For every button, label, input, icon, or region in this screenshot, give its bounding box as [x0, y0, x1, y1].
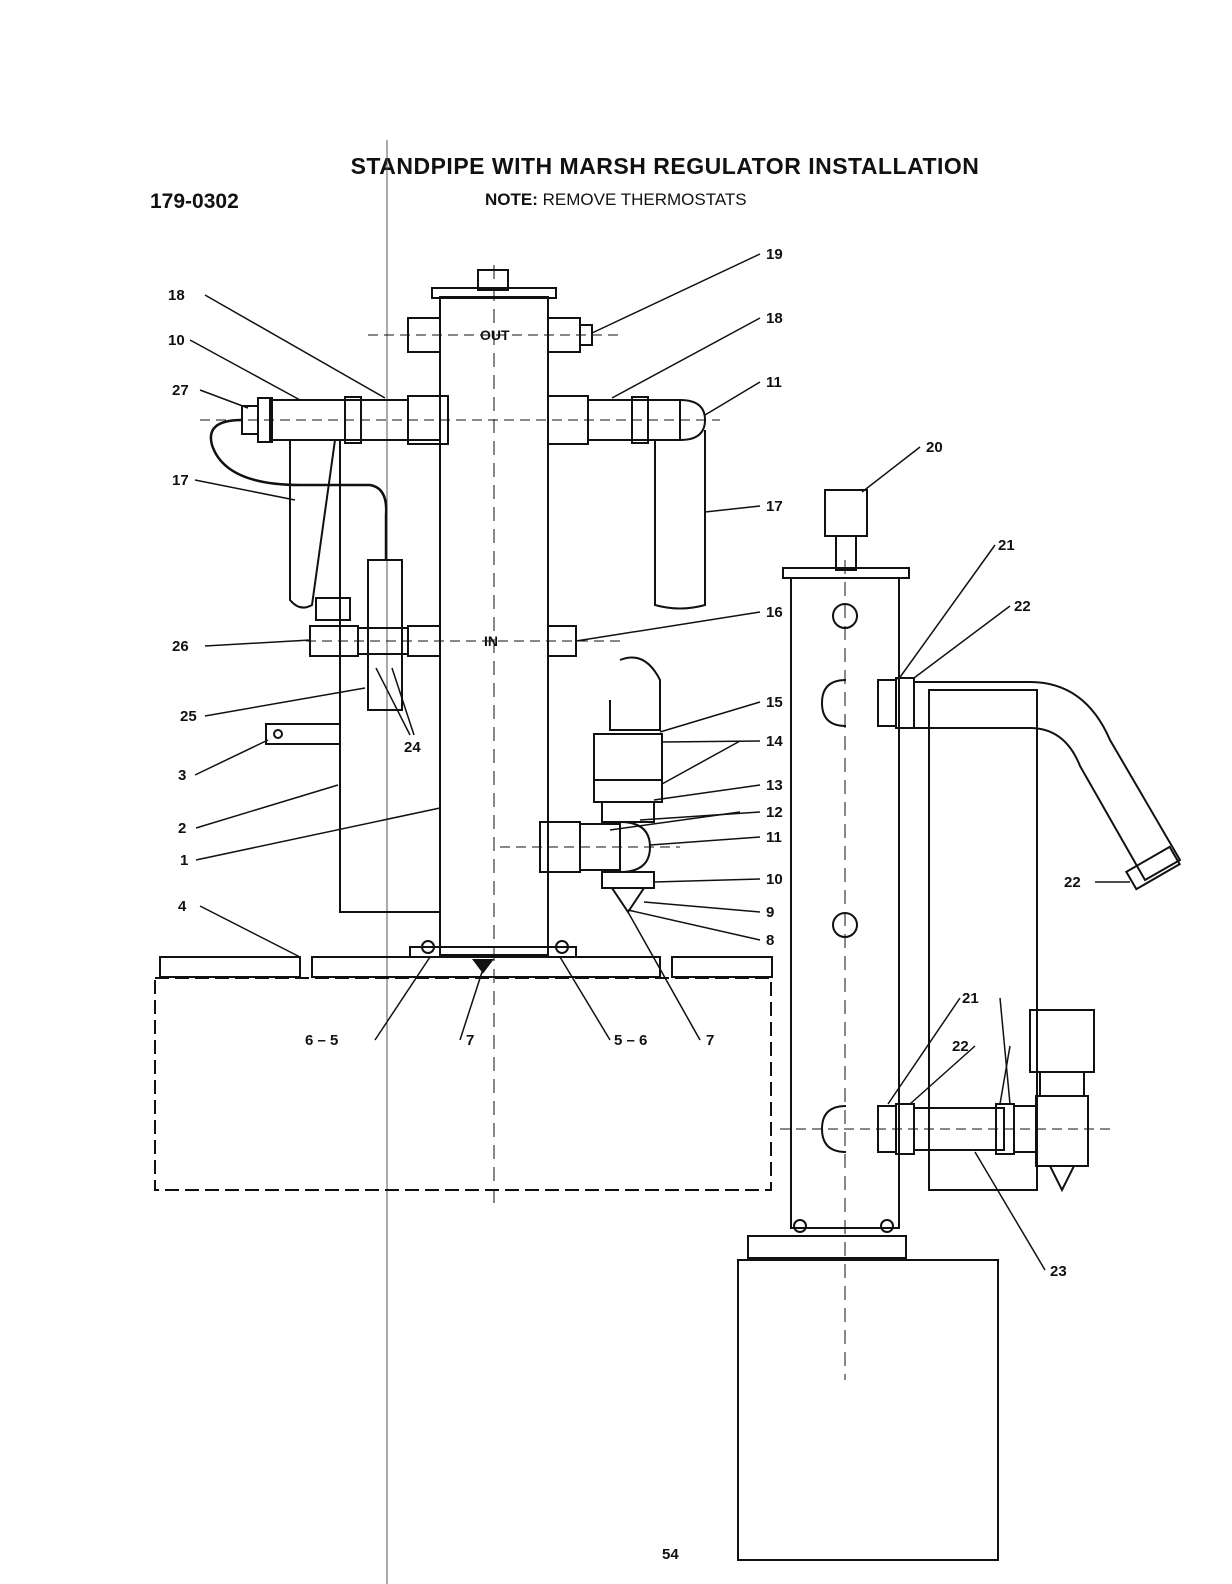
callout-4: 4 — [178, 898, 187, 915]
callout-11-upper: 11 — [766, 374, 782, 391]
note-label: NOTE: — [485, 190, 538, 209]
note-text: REMOVE THERMOSTATS — [542, 190, 747, 209]
callout-9: 9 — [766, 904, 774, 921]
callout-27: 27 — [172, 382, 189, 399]
mounting-bracket — [265, 723, 341, 745]
valve-9 — [610, 887, 646, 914]
callout-14: 14 — [766, 733, 783, 750]
deck-left — [159, 956, 301, 978]
callout-21-lower: 21 — [962, 990, 979, 1007]
callout-7-right: 7 — [706, 1032, 714, 1049]
side-tank — [928, 689, 1038, 1191]
label-in: IN — [484, 633, 498, 649]
callout-11-lower: 11 — [766, 829, 782, 846]
reservoir — [154, 977, 772, 1191]
callout-24: 24 — [404, 739, 421, 756]
side-base-plate — [747, 1235, 907, 1259]
top-cap — [477, 269, 509, 291]
callout-6-5: 6 – 5 — [305, 1032, 338, 1049]
tank-body — [339, 439, 441, 913]
callout-17-right: 17 — [766, 498, 783, 515]
side-fitting — [1035, 1095, 1089, 1167]
fitting-26 — [309, 625, 359, 657]
callout-22-pipe-end: 22 — [1064, 874, 1081, 891]
note: NOTE: REMOVE THERMOSTATS — [485, 190, 747, 210]
deck-right — [671, 956, 773, 978]
callout-18-left: 18 — [168, 287, 185, 304]
regulator-head — [315, 597, 351, 621]
callout-1: 1 — [180, 852, 188, 869]
marsh-regulator — [367, 559, 403, 711]
clamp-14 — [593, 733, 663, 781]
capillary-tube — [209, 418, 388, 560]
document-number: 179-0302 — [150, 190, 239, 213]
callout-23: 23 — [1050, 1263, 1067, 1280]
callout-12: 12 — [766, 804, 783, 821]
callout-25: 25 — [180, 708, 197, 725]
bent-pipe-22 — [914, 681, 1182, 882]
page-number: 54 — [662, 1546, 679, 1563]
side-elbow-upper — [820, 679, 847, 727]
callout-7-left: 7 — [466, 1032, 474, 1049]
side-reservoir — [737, 1259, 999, 1561]
callout-21-upper: 21 — [998, 537, 1015, 554]
fitting-10 — [601, 871, 655, 889]
callout-3: 3 — [178, 767, 186, 784]
hose-17-right — [654, 430, 706, 610]
callout-8: 8 — [766, 932, 774, 949]
callout-22-upper: 22 — [1014, 598, 1031, 615]
callout-2: 2 — [178, 820, 186, 837]
label-out: OUT — [480, 327, 510, 343]
callout-18-right: 18 — [766, 310, 783, 327]
page-title: STANDPIPE WITH MARSH REGULATOR INSTALLAT… — [350, 153, 980, 179]
callout-13: 13 — [766, 777, 783, 794]
callout-17-left: 17 — [172, 472, 189, 489]
callout-15: 15 — [766, 694, 783, 711]
callout-16: 16 — [766, 604, 783, 621]
hose-17-left — [289, 439, 336, 609]
callout-26: 26 — [172, 638, 189, 655]
callout-22-lower: 22 — [952, 1038, 969, 1055]
callout-10-right: 10 — [766, 871, 783, 888]
callout-20: 20 — [926, 439, 943, 456]
callout-10-left: 10 — [168, 332, 185, 349]
callout-5-6: 5 – 6 — [614, 1032, 647, 1049]
drain-hose — [609, 656, 661, 731]
callout-19: 19 — [766, 246, 783, 263]
item-20 — [824, 489, 868, 537]
